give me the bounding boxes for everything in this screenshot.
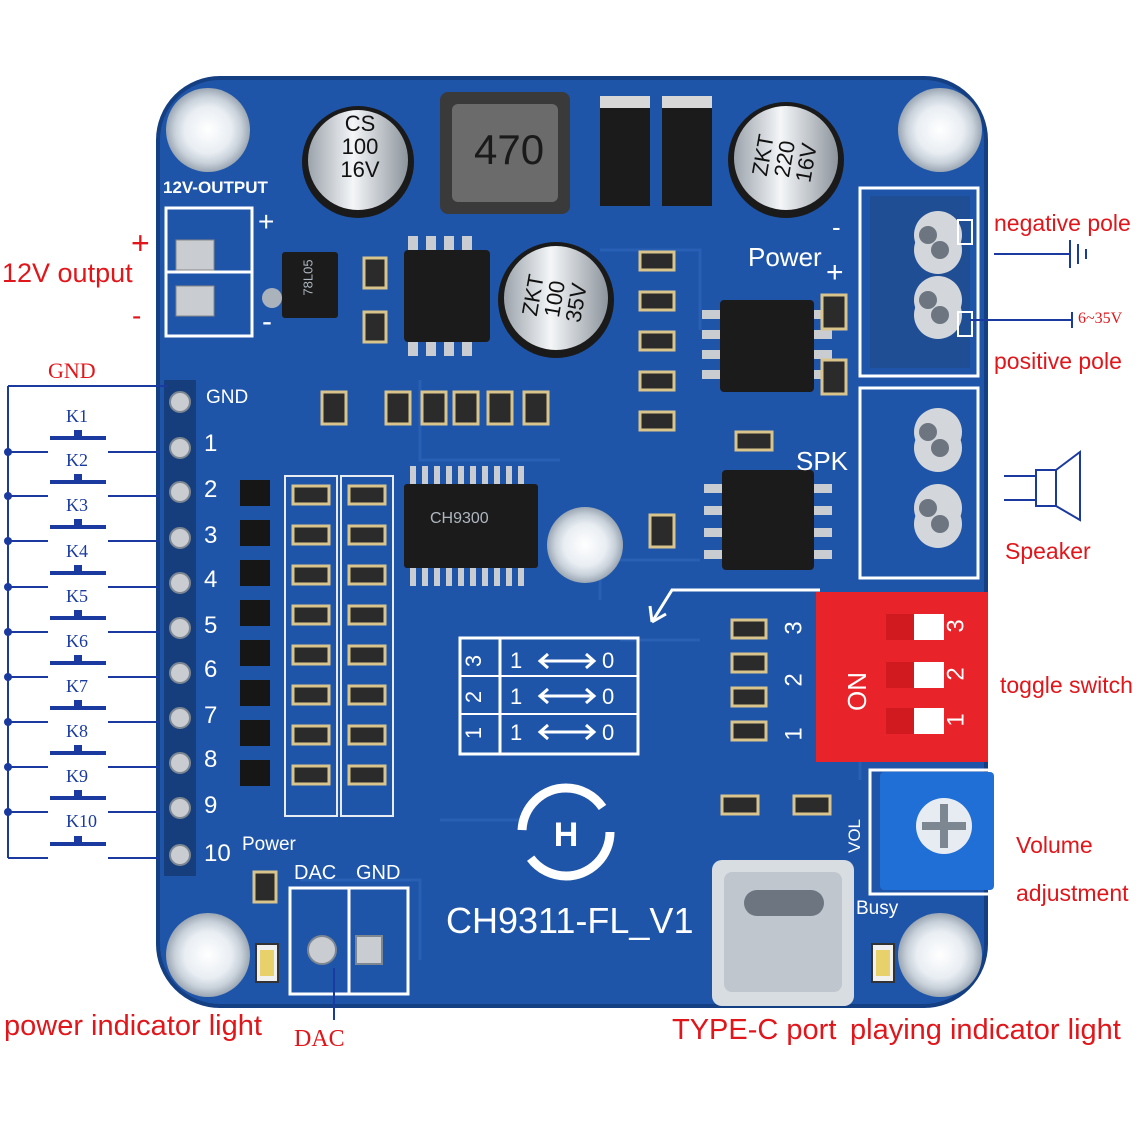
- mount-hole-center: [547, 507, 623, 583]
- key-label-k5: K5: [66, 586, 88, 606]
- label-gnd-silk: GND: [206, 387, 249, 408]
- capacitor-cs: [308, 110, 408, 210]
- mode-row-1-a: 1: [510, 720, 523, 745]
- callout-12v-output: 12V output: [2, 258, 133, 288]
- diode-1: [600, 96, 650, 206]
- callout-toggle-switch: toggle switch: [1000, 672, 1133, 698]
- callout-plus: +: [131, 225, 150, 261]
- label-minus-silk: -: [262, 305, 272, 338]
- label-plus-right-silk: +: [826, 256, 844, 289]
- chip-ch9300: [404, 484, 538, 568]
- pin-label-2: 2: [204, 476, 218, 503]
- callout-volume: Volume: [1016, 832, 1093, 858]
- callout-supply-range: 6~35V: [1078, 310, 1123, 327]
- label-dac-silk: DAC: [294, 862, 337, 884]
- pin-label-9: 9: [204, 792, 218, 819]
- mount-hole-tl: [166, 88, 250, 172]
- label-gnd-bottom-silk: GND: [356, 862, 401, 884]
- key-label-k10: K10: [66, 811, 97, 831]
- mode-row-3-b: 0: [602, 648, 615, 673]
- label-spk-silk: SPK: [796, 446, 849, 476]
- key-label-k3: K3: [66, 495, 88, 515]
- key-label-k7: K7: [66, 676, 88, 696]
- board-model-label: CH9311-FL_V1: [446, 900, 694, 941]
- pin-label-8: 8: [204, 746, 218, 773]
- key-label-k8: K8: [66, 721, 88, 741]
- label-12v-output-silk: 12V-OUTPUT: [163, 178, 268, 197]
- callout-negative-pole: negative pole: [994, 210, 1131, 236]
- label-busy-silk: Busy: [856, 898, 899, 919]
- regulator-78l05: [282, 252, 338, 318]
- label-power-right-silk: Power: [748, 242, 822, 272]
- pin-label-1: 1: [204, 430, 218, 457]
- key-schematic: [4, 385, 168, 859]
- ic-top: [404, 250, 490, 342]
- chip-ch9300-marking: CH9300: [430, 510, 489, 527]
- label-plus-silk: +: [258, 206, 275, 237]
- callout-dac: DAC: [294, 1026, 345, 1052]
- pin-label-4: 4: [204, 566, 218, 593]
- pin-label-7: 7: [204, 702, 218, 729]
- mode-row-2-a: 1: [510, 684, 523, 709]
- ic-amp-2: [722, 470, 814, 570]
- mode-row-3-a: 1: [510, 648, 523, 673]
- label-minus-right-silk: -: [832, 212, 841, 242]
- pin-label-3: 3: [204, 522, 218, 549]
- mount-hole-tr: [898, 88, 982, 172]
- mode-row-1-b: 0: [602, 720, 615, 745]
- key-label-k9: K9: [66, 766, 88, 786]
- key-label-k2: K2: [66, 450, 88, 470]
- pin-label-5: 5: [204, 612, 218, 639]
- capacitor-zkt-220: [734, 106, 838, 210]
- diode-2: [662, 96, 712, 206]
- key-label-k1: K1: [66, 406, 88, 426]
- mount-hole-bl: [166, 913, 250, 997]
- callout-positive-pole: positive pole: [994, 348, 1122, 374]
- key-label-k4: K4: [66, 541, 88, 561]
- callout-minus: -: [132, 300, 142, 331]
- svg-text:H: H: [554, 816, 579, 854]
- inductor-marking: 470: [474, 126, 545, 173]
- board-logo: [517, 783, 615, 881]
- ic-amp-1: [720, 300, 814, 392]
- mount-hole-br: [898, 913, 982, 997]
- callout-playing-indicator-light: playing indicator light: [850, 1014, 1121, 1046]
- label-power-silk: Power: [242, 834, 296, 855]
- callout-type-c-port: TYPE-C port: [672, 1014, 837, 1046]
- pin-label-10: 10: [204, 840, 231, 867]
- mode-row-2-b: 0: [602, 684, 615, 709]
- capacitor-zkt-100: [504, 246, 608, 350]
- pin-label-6: 6: [204, 656, 218, 683]
- key-label-k6: K6: [66, 631, 88, 651]
- callout-speaker: Speaker: [1005, 538, 1091, 564]
- callout-power-indicator-light: power indicator light: [4, 1010, 262, 1042]
- callout-adjustment: adjustment: [1016, 880, 1129, 906]
- callout-gnd: GND: [48, 358, 96, 383]
